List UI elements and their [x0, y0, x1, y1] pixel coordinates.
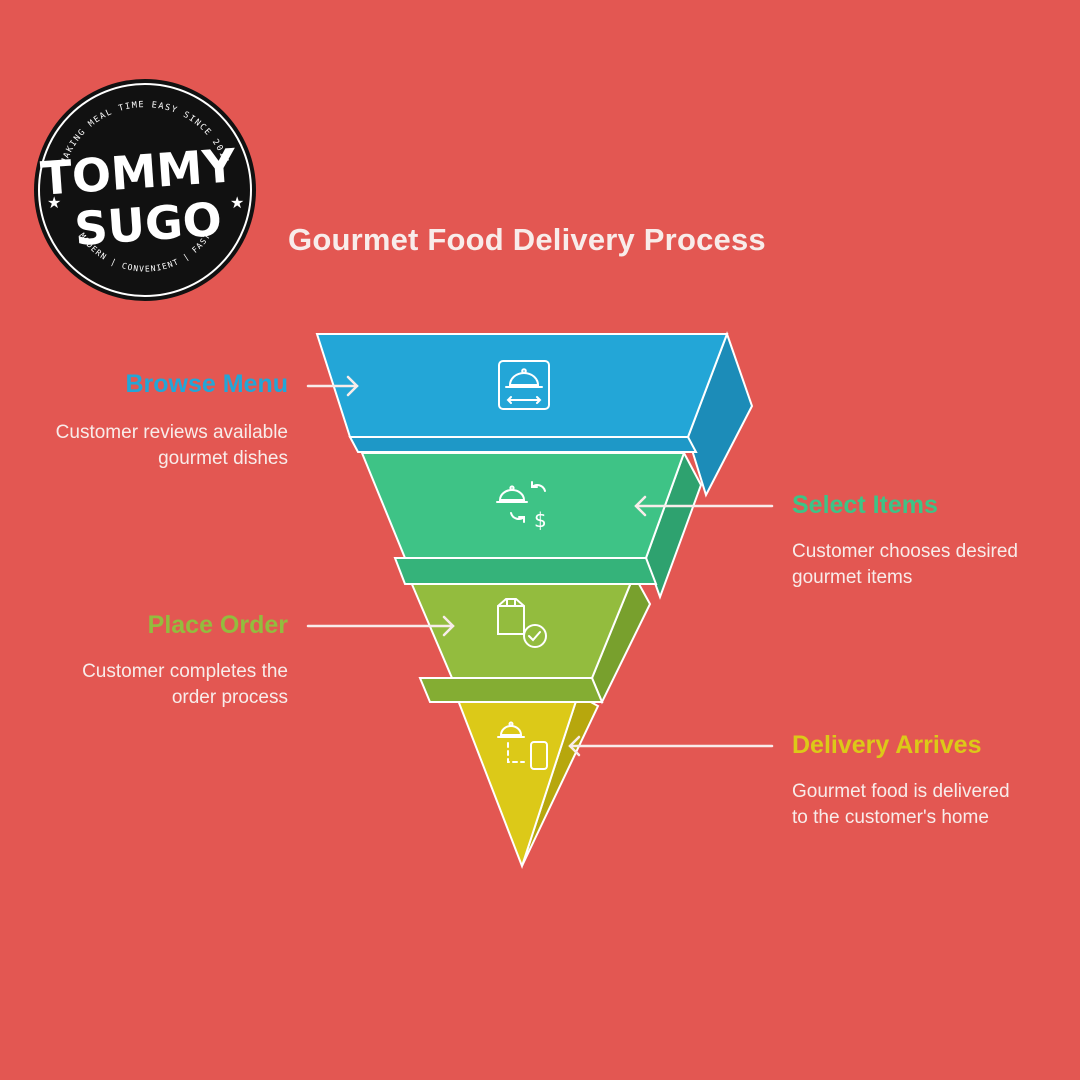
arrow-browse-menu	[306, 375, 359, 397]
arrow-place-order	[306, 615, 455, 637]
cloche-to-phone-icon	[497, 721, 548, 770]
cloche-dollar-exchange-icon: $	[496, 481, 547, 532]
logo-star-icon: ★	[230, 195, 244, 212]
step-label-browse-menu: Browse Menu	[125, 370, 288, 398]
tier-select-items	[360, 450, 703, 600]
arrow-delivery-arrives	[568, 735, 774, 757]
step-label-delivery-arrives: Delivery Arrives	[792, 731, 982, 759]
svg-text:$: $	[534, 508, 547, 532]
logo-word-sugo: SUGO	[73, 192, 224, 256]
box-checkmark-icon	[497, 598, 547, 648]
tier-place-order	[406, 572, 652, 705]
step-label-place-order: Place Order	[147, 611, 288, 639]
tier-delivery	[454, 693, 600, 869]
arrow-select-items	[634, 495, 774, 517]
serving-cloche-icon	[498, 360, 550, 410]
brand-logo: MAKING MEAL TIME EASY SINCE 2014 MODERN …	[34, 79, 256, 301]
logo-star-icon: ★	[47, 195, 61, 212]
page-title: Gourmet Food Delivery Process	[288, 222, 766, 257]
step-label-select-items: Select Items	[792, 491, 938, 519]
